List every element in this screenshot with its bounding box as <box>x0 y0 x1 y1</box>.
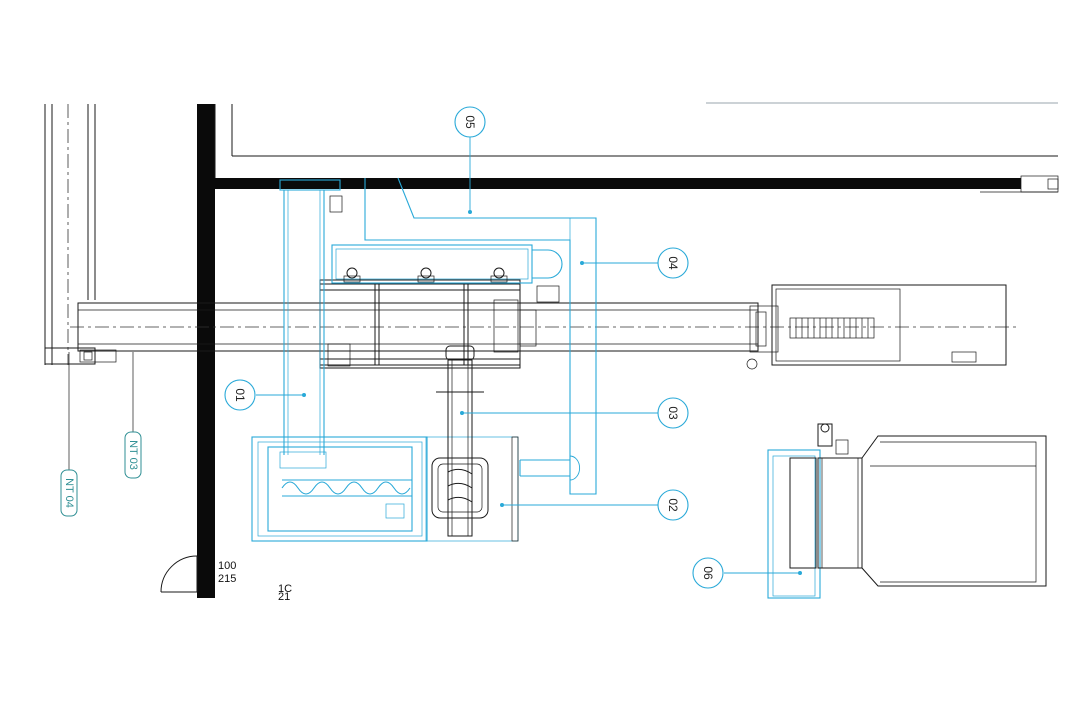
svg-text:01: 01 <box>233 388 247 402</box>
svg-text:NT 03: NT 03 <box>127 440 139 470</box>
dimension-215: 215 <box>218 573 236 585</box>
callout-leaders <box>256 137 802 575</box>
svg-text:02: 02 <box>666 498 680 512</box>
door-swing <box>160 555 198 593</box>
tag-nt04: NT 04 <box>60 469 78 517</box>
tag-nt03: NT 03 <box>124 431 142 479</box>
equipment-02-screw-hopper <box>251 436 519 542</box>
svg-text:04: 04 <box>666 256 680 270</box>
motor-icon <box>490 267 508 283</box>
horizontal-conveyor <box>70 302 1018 352</box>
callout-06: 06 <box>692 557 724 589</box>
crop-mask <box>0 600 1078 719</box>
machine-frame <box>319 279 560 369</box>
dimension-100: 100 <box>218 560 236 572</box>
equipment-04 <box>331 244 563 284</box>
dimension-partial-top: 1C <box>278 583 292 595</box>
svg-text:06: 06 <box>701 566 715 580</box>
equipment-05-duct <box>364 177 597 495</box>
equipment-01 <box>279 179 343 455</box>
motor-icon <box>343 267 361 283</box>
callout-05: 05 <box>454 106 486 138</box>
right-machine-top <box>746 284 1007 370</box>
svg-text:05: 05 <box>463 115 477 129</box>
callout-02: 02 <box>657 489 689 521</box>
callout-01: 01 <box>224 379 256 411</box>
callout-04: 04 <box>657 247 689 279</box>
equipment-03-elevator <box>431 345 489 537</box>
svg-text:03: 03 <box>666 406 680 420</box>
svg-text:NT 04: NT 04 <box>63 478 75 508</box>
right-machine-bottom <box>767 423 1047 599</box>
callout-03: 03 <box>657 397 689 429</box>
motor-icon <box>417 267 435 283</box>
left-corridor <box>44 104 117 365</box>
